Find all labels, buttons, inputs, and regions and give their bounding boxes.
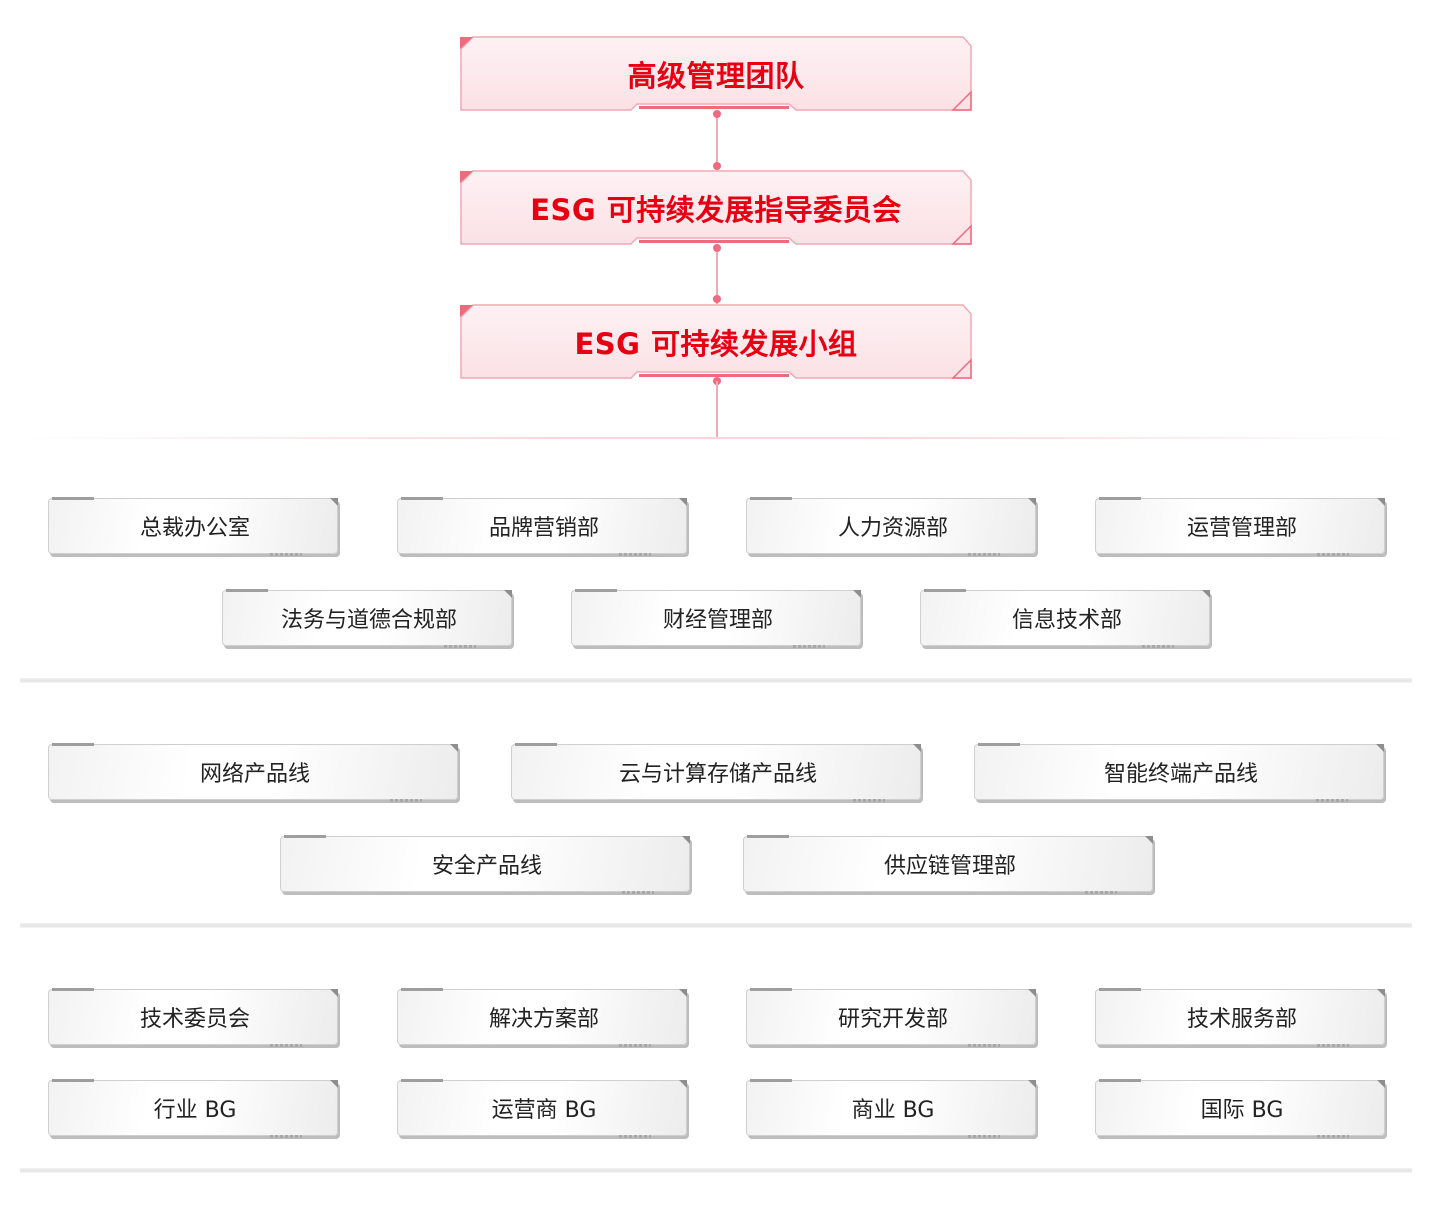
dept-label: 技术服务部 bbox=[1186, 1007, 1297, 1032]
dept-box[interactable]: 运营商 BG bbox=[397, 1079, 691, 1140]
connector-dot bbox=[713, 110, 721, 118]
dept-box[interactable]: 行业 BG bbox=[48, 1079, 342, 1140]
connector-dot bbox=[713, 295, 721, 303]
dept-label: 人力资源部 bbox=[837, 516, 948, 541]
dept-box[interactable]: 云与计算存储产品线 bbox=[511, 743, 925, 804]
dept-label: 品牌营销部 bbox=[488, 516, 599, 541]
dept-box[interactable]: 技术委员会 bbox=[48, 988, 342, 1049]
dept-label: 网络产品线 bbox=[199, 762, 310, 787]
tier-divider bbox=[20, 678, 1412, 683]
dept-label: 技术委员会 bbox=[139, 1007, 250, 1032]
esg-group-box[interactable]: ESG 可持续发展小组 bbox=[459, 304, 973, 380]
esg-committee-label: ESG 可持续发展指导委员会 bbox=[530, 193, 902, 227]
esg-committee-box[interactable]: ESG 可持续发展指导委员会 bbox=[459, 170, 973, 246]
dept-box[interactable]: 运营管理部 bbox=[1095, 497, 1389, 558]
dept-box[interactable]: 总裁办公室 bbox=[48, 497, 342, 558]
tier-divider bbox=[20, 923, 1412, 928]
box-frame bbox=[460, 304, 972, 379]
dept-box[interactable]: 品牌营销部 bbox=[397, 497, 691, 558]
dept-box[interactable]: 研究开发部 bbox=[746, 988, 1040, 1049]
senior-management-label: 高级管理团队 bbox=[627, 59, 805, 93]
senior-management-box[interactable]: 高级管理团队 bbox=[459, 36, 973, 112]
connector-dot bbox=[713, 244, 721, 252]
dept-box[interactable]: 商业 BG bbox=[746, 1079, 1040, 1140]
dept-box[interactable]: 解决方案部 bbox=[397, 988, 691, 1049]
dept-box[interactable]: 供应链管理部 bbox=[743, 835, 1157, 896]
box-frame bbox=[460, 36, 972, 111]
dept-label: 研究开发部 bbox=[837, 1007, 948, 1032]
dept-box[interactable]: 财经管理部 bbox=[571, 589, 865, 650]
dept-label: 运营商 BG bbox=[491, 1098, 597, 1123]
dept-label: 安全产品线 bbox=[431, 854, 542, 879]
dept-label: 国际 BG bbox=[1200, 1098, 1284, 1123]
dept-label: 运营管理部 bbox=[1186, 516, 1297, 541]
dept-label: 法务与道德合规部 bbox=[280, 608, 457, 633]
dept-box[interactable]: 国际 BG bbox=[1095, 1079, 1389, 1140]
tier-divider-top bbox=[20, 437, 1412, 439]
esg-group-label: ESG 可持续发展小组 bbox=[574, 327, 858, 361]
dept-label: 供应链管理部 bbox=[883, 854, 1016, 879]
tier-divider bbox=[20, 1168, 1412, 1173]
box-frame bbox=[460, 170, 972, 245]
dept-box[interactable]: 信息技术部 bbox=[920, 589, 1214, 650]
dept-label: 解决方案部 bbox=[488, 1007, 599, 1032]
dept-label: 总裁办公室 bbox=[139, 516, 250, 541]
dept-box[interactable]: 法务与道德合规部 bbox=[222, 589, 516, 650]
dept-box[interactable]: 技术服务部 bbox=[1095, 988, 1389, 1049]
connector-line bbox=[716, 112, 718, 170]
connector-line bbox=[716, 381, 718, 438]
dept-label: 云与计算存储产品线 bbox=[618, 762, 817, 787]
dept-label: 财经管理部 bbox=[662, 608, 773, 633]
dept-label: 信息技术部 bbox=[1011, 608, 1122, 633]
dept-box[interactable]: 网络产品线 bbox=[48, 743, 462, 804]
dept-label: 商业 BG bbox=[851, 1098, 935, 1123]
dept-label: 智能终端产品线 bbox=[1103, 762, 1258, 787]
dept-box[interactable]: 智能终端产品线 bbox=[974, 743, 1388, 804]
dept-label: 行业 BG bbox=[153, 1098, 237, 1123]
connector-dot bbox=[713, 162, 721, 170]
dept-box[interactable]: 安全产品线 bbox=[280, 835, 694, 896]
connector-line bbox=[716, 246, 718, 304]
dept-box[interactable]: 人力资源部 bbox=[746, 497, 1040, 558]
